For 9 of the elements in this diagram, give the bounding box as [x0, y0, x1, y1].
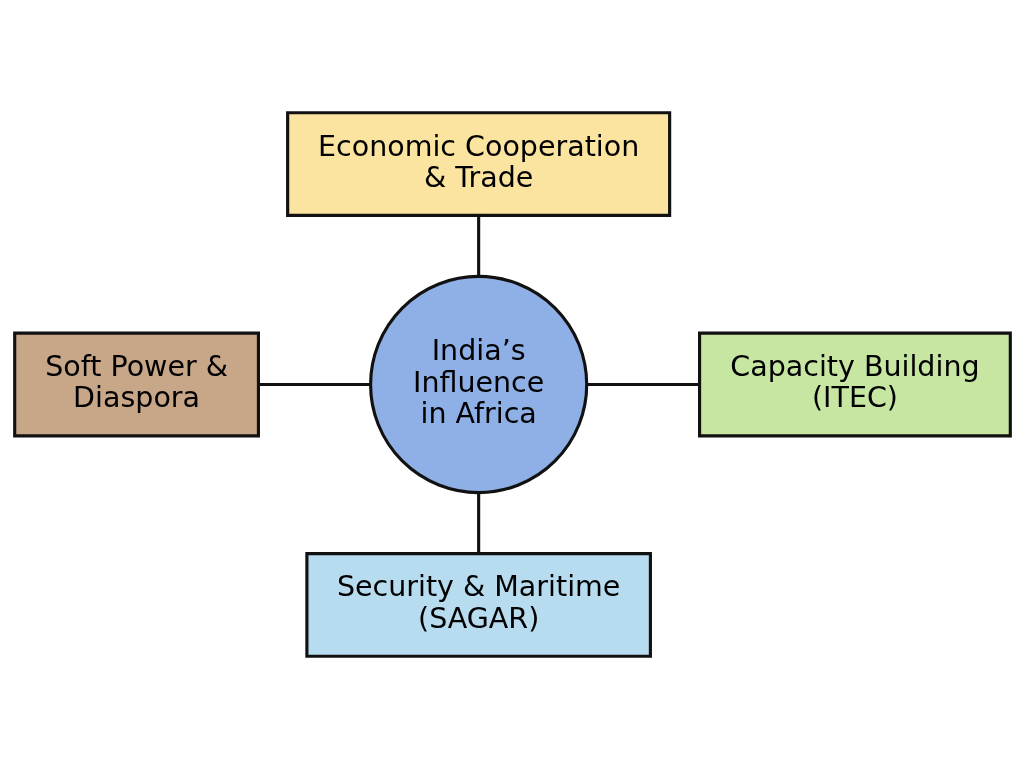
node-box: Soft Power & Diaspora	[12, 331, 260, 437]
node-circle: India’s Influence in Africa	[368, 274, 588, 494]
node-box: Economic Cooperation & Trade	[285, 110, 671, 217]
connector	[476, 214, 480, 277]
connector	[586, 382, 700, 386]
node-box: Capacity Building (ITEC)	[697, 331, 1012, 437]
connector	[476, 491, 480, 554]
connector	[257, 382, 371, 386]
node-box: Security & Maritime (SAGAR)	[304, 551, 652, 658]
